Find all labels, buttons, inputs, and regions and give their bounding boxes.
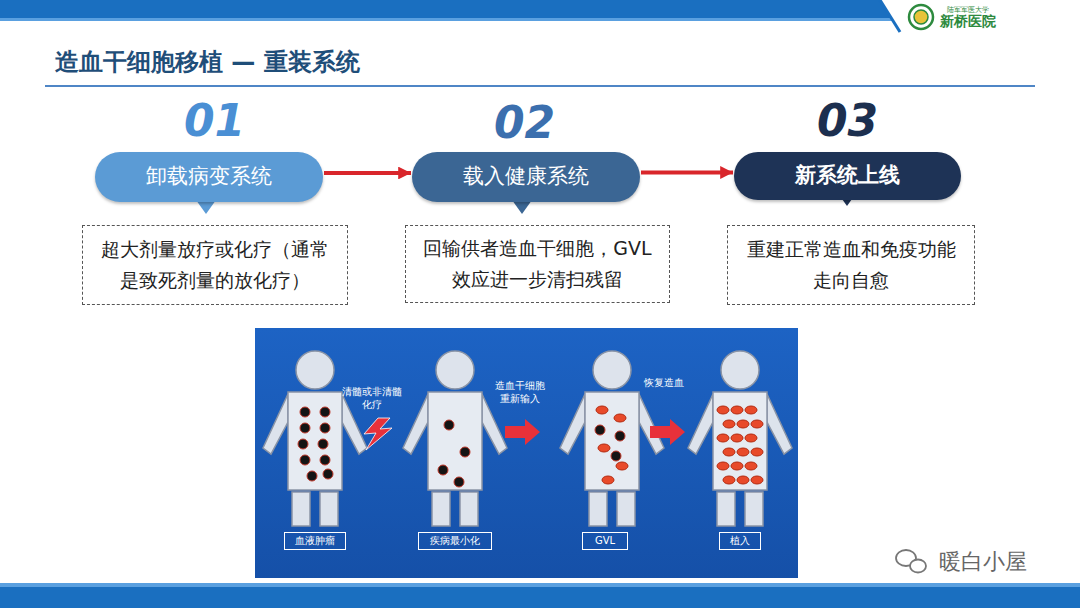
description-box: 超大剂量放疗或化疗（通常 是致死剂量的放化疗） — [82, 225, 348, 305]
stage-label: 植入 — [719, 532, 761, 550]
cell — [320, 423, 330, 433]
stage-label: 疾病最小化 — [418, 532, 492, 550]
cell — [745, 462, 757, 470]
cell — [614, 414, 626, 422]
cell — [300, 423, 310, 433]
node-text: 血液肿瘤 — [295, 535, 335, 547]
cell — [737, 420, 749, 428]
patient-figure — [263, 351, 367, 526]
node-text: 卸载病变系统 — [146, 164, 272, 189]
node-text: 新系统上线 — [795, 163, 900, 188]
illustration-note: 恢复造血 — [644, 377, 684, 390]
node-text: 植入 — [730, 535, 750, 547]
step-pill: 载入健康系统 — [412, 152, 640, 202]
cell — [615, 431, 625, 441]
cell — [460, 447, 470, 457]
pointer — [196, 200, 216, 214]
block-arrow — [505, 419, 540, 445]
flow-arrow — [641, 171, 733, 175]
cell — [320, 455, 330, 465]
node-text: 重建正常造血和免疫功能 走向自愈 — [736, 234, 966, 297]
patient-figure — [403, 351, 507, 526]
flow-arrow — [324, 171, 411, 175]
cell — [737, 476, 749, 484]
cell — [300, 407, 310, 417]
watermark: 暖白小屋 — [939, 548, 1027, 576]
description-box: 重建正常造血和免疫功能 走向自愈 — [727, 225, 975, 305]
description-box: 回输供者造血干细胞，GVL 效应进一步清扫残留 — [405, 225, 670, 303]
cell — [611, 451, 621, 461]
logo-emblem-core — [914, 10, 928, 24]
logo-name: 新桥医院 — [940, 13, 996, 31]
cell — [300, 455, 310, 465]
step-number: 03 — [817, 93, 878, 148]
cell — [320, 407, 330, 417]
logo-edge — [880, 0, 900, 32]
pointer — [512, 200, 532, 214]
wechat-icon — [910, 560, 926, 573]
node-text: GVL — [595, 535, 615, 547]
cell — [731, 406, 743, 414]
logo-ground — [880, 0, 1080, 32]
node-text: 超大剂量放疗或化疗（通常 是致死剂量的放化疗） — [91, 234, 339, 297]
cell — [318, 439, 328, 449]
cell — [723, 476, 735, 484]
bottom-stripe — [0, 583, 1080, 587]
illustration-note: 清髓或非清髓 化疗 — [340, 386, 404, 411]
cell — [438, 465, 448, 475]
cell — [298, 439, 308, 449]
cell — [602, 476, 614, 484]
cell — [444, 420, 454, 430]
cells — [298, 406, 763, 487]
cell — [596, 406, 608, 414]
node-text: 回输供者造血干细胞，GVL 效应进一步清扫残留 — [414, 233, 661, 296]
step-number: 02 — [494, 95, 555, 150]
step-pill: 新系统上线 — [734, 152, 961, 200]
stage-label: 血液肿瘤 — [284, 532, 346, 550]
cell — [745, 434, 757, 442]
block-arrow — [650, 419, 685, 445]
cell — [323, 469, 333, 479]
cell — [731, 434, 743, 442]
bottom-bar — [0, 587, 1080, 608]
cell — [723, 420, 735, 428]
cell — [745, 406, 757, 414]
slide-title: 造血干细胞移植 — 重装系统 — [55, 46, 360, 78]
lightning-bolt — [364, 418, 392, 450]
cell — [717, 406, 729, 414]
cell — [598, 444, 610, 452]
cell — [751, 448, 763, 456]
cell — [751, 476, 763, 484]
cell — [723, 448, 735, 456]
illustration-note: 造血干细胞 重新输入 — [492, 380, 548, 405]
node-text: 疾病最小化 — [430, 535, 480, 547]
cell — [717, 434, 729, 442]
title-rule — [45, 85, 1035, 87]
cell — [616, 462, 628, 470]
cell — [737, 448, 749, 456]
cell — [731, 462, 743, 470]
cell — [307, 471, 317, 481]
step-pill: 卸载病变系统 — [95, 152, 323, 202]
patient-figure — [688, 351, 792, 526]
pointer — [842, 199, 852, 206]
cell — [717, 462, 729, 470]
node-text: 载入健康系统 — [463, 164, 589, 189]
step-number: 01 — [184, 93, 245, 148]
cell — [751, 420, 763, 428]
cell — [454, 477, 464, 487]
illustration-panel — [255, 328, 798, 578]
stage-label: GVL — [582, 532, 628, 550]
cell — [595, 425, 605, 435]
logo-emblem — [909, 5, 933, 29]
